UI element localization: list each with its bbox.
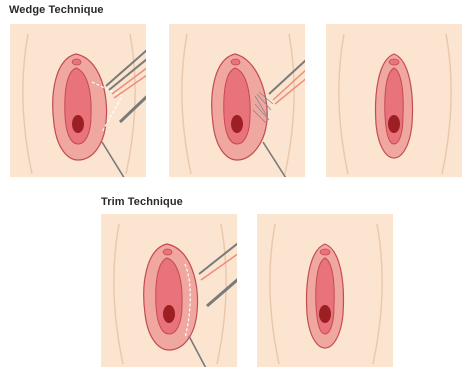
wedge-step-1-panel	[10, 24, 146, 177]
retractor-icon	[102, 142, 128, 177]
thigh-fold-right	[285, 34, 294, 174]
wedge-step-2-panel	[169, 24, 305, 177]
retractor-icon	[189, 336, 209, 367]
thigh-fold-right	[442, 34, 451, 174]
wedge-step-2-illustration	[169, 24, 305, 177]
clitoral-hood	[72, 59, 81, 65]
thigh-fold-right	[126, 34, 135, 174]
trim-step-2-illustration	[257, 214, 393, 367]
vaginal-opening	[388, 115, 400, 133]
thigh-fold-left	[114, 224, 123, 364]
wedge-step-3-illustration	[326, 24, 462, 177]
vaginal-opening	[163, 305, 175, 323]
thigh-fold-left	[339, 34, 348, 174]
thigh-fold-left	[182, 34, 191, 174]
scalpel-icon	[207, 268, 237, 306]
wedge-step-1-illustration	[10, 24, 146, 177]
trim-technique-title: Trim Technique	[101, 196, 183, 208]
wedge-step-3-panel	[326, 24, 462, 177]
vaginal-opening	[72, 115, 84, 133]
clitoral-hood	[320, 249, 330, 255]
thigh-fold-left	[270, 224, 279, 364]
clitoral-hood	[231, 59, 240, 65]
trim-step-1-illustration	[101, 214, 237, 367]
scalpel-icon	[120, 84, 146, 122]
clitoral-hood	[389, 59, 399, 65]
suture-icon	[201, 246, 237, 280]
thigh-fold-left	[23, 34, 32, 174]
vaginal-opening	[231, 115, 243, 133]
clitoral-hood	[163, 249, 172, 255]
trim-step-1-panel	[101, 214, 237, 367]
wedge-technique-title: Wedge Technique	[9, 4, 104, 16]
thigh-fold-right	[373, 224, 382, 364]
vaginal-opening	[319, 305, 331, 323]
trim-step-2-panel	[257, 214, 393, 367]
retractor-icon	[263, 142, 291, 177]
